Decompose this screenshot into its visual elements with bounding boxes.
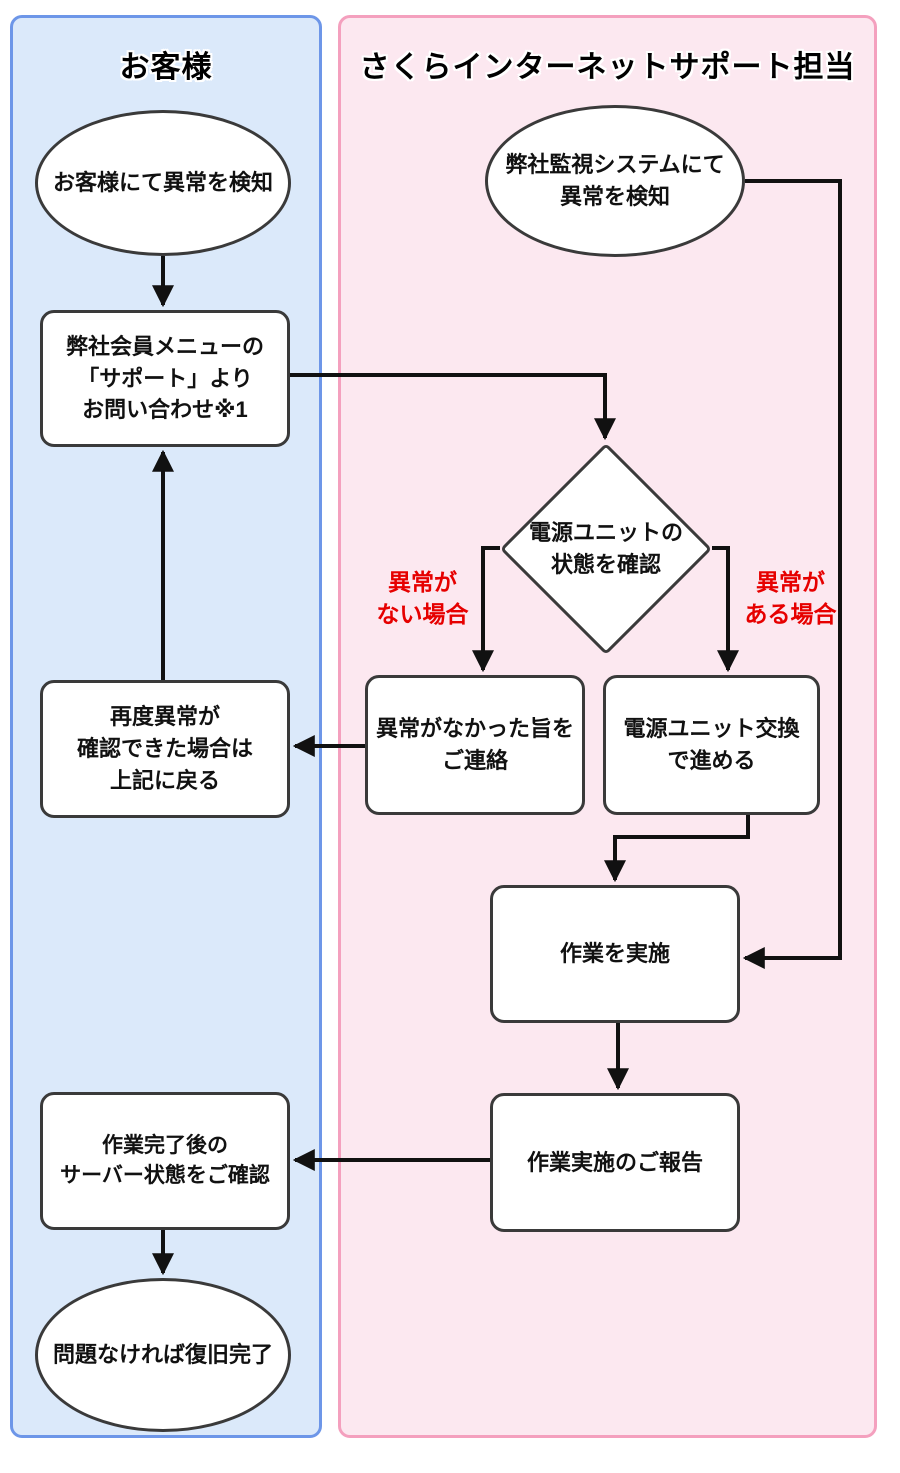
- node-member-menu-contact-text: 弊社会員メニューの 「サポート」より お問い合わせ※1: [65, 333, 264, 423]
- node-monitoring-detect: 弊社監視システムにて 異常を検知: [485, 105, 745, 257]
- node-replace-power-unit: 電源ユニット交換 で進める: [603, 675, 820, 815]
- edge-label-has-error: 異常が ある場合: [733, 567, 848, 630]
- node-customer-detect-text: お客様にて異常を検知: [52, 170, 273, 196]
- edge-label-no-error: 異常が ない場合: [365, 567, 480, 630]
- node-check-power-unit: 電源ユニットの 状態を確認: [496, 517, 716, 581]
- lane-support-title: さくらインターネットサポート担当: [359, 51, 856, 84]
- edge-monitoring-detect-to-do-work: [742, 179, 842, 969]
- node-retry-if-error: 再度異常が 確認できた場合は 上記に戻る: [40, 680, 290, 818]
- node-report-work-text: 作業実施のご報告: [526, 1149, 703, 1175]
- node-do-work: 作業を実施: [490, 885, 740, 1023]
- node-customer-detect: お客様にて異常を検知: [35, 110, 291, 256]
- edge-member-menu-to-check-power-unit: [290, 373, 616, 441]
- node-recovery-complete-text: 問題なければ復旧完了: [52, 1342, 273, 1368]
- node-check-power-unit-text: 電源ユニットの 状態を確認: [528, 520, 683, 577]
- edge-check-power-unit-to-notify-no-error: [472, 546, 500, 673]
- node-report-work: 作業実施のご報告: [490, 1093, 740, 1232]
- node-recovery-complete: 問題なければ復旧完了: [35, 1278, 291, 1432]
- node-do-work-text: 作業を実施: [559, 941, 670, 967]
- edge-replace-power-unit-to-do-work: [604, 815, 750, 883]
- node-monitoring-detect-text: 弊社監視システムにて 異常を検知: [505, 152, 725, 209]
- node-replace-power-unit-text: 電源ユニット交換 で進める: [623, 716, 800, 773]
- node-notify-no-error: 異常がなかった旨を ご連絡: [365, 675, 585, 815]
- node-check-server-after: 作業完了後の サーバー状態をご確認: [40, 1092, 290, 1230]
- node-member-menu-contact: 弊社会員メニューの 「サポート」より お問い合わせ※1: [40, 310, 290, 447]
- node-check-server-after-text: 作業完了後の サーバー状態をご確認: [60, 1133, 270, 1187]
- edge-check-power-unit-to-replace-power-unit: [712, 546, 739, 673]
- lane-customer-title: お客様: [119, 51, 213, 84]
- node-retry-if-error-text: 再度異常が 確認できた場合は 上記に戻る: [76, 704, 253, 793]
- node-notify-no-error-text: 異常がなかった旨を ご連絡: [375, 716, 574, 773]
- edge-label-no-error-text: 異常が ない場合: [376, 569, 469, 627]
- edge-label-has-error-text: 異常が ある場合: [744, 569, 837, 627]
